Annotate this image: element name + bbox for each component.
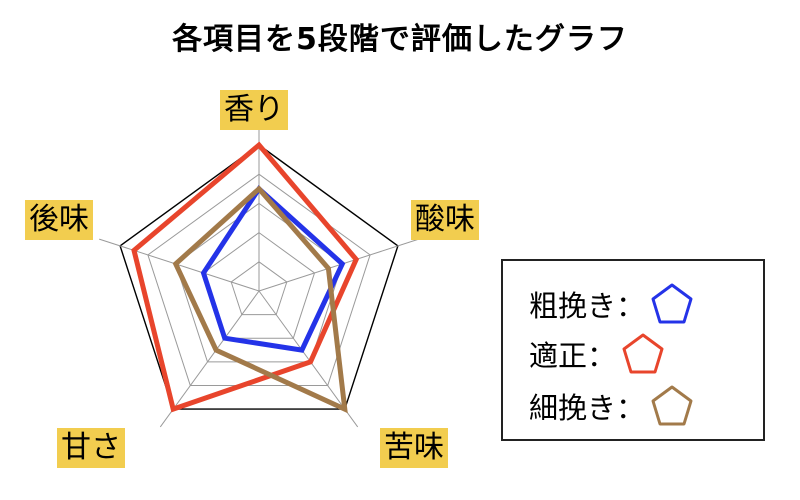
legend-item-optimal: 適正：	[529, 329, 666, 379]
series-line-2	[131, 141, 360, 413]
axis-label-aroma: 香り	[220, 90, 288, 130]
legend-item-coarse: 粗挽き：	[529, 279, 695, 329]
axis-spoke-4	[159, 290, 260, 428]
legend: 粗挽き： 適正： 細挽き：	[501, 259, 765, 441]
red-pentagon-icon	[622, 333, 664, 374]
legend-label-optimal: 適正：	[529, 339, 617, 373]
axis-spoke-3	[258, 290, 359, 428]
axis-label-aftertaste: 後味	[25, 200, 93, 240]
grid-ring-5	[119, 144, 399, 410]
grid-ring-4	[147, 173, 371, 386]
legend-item-fine: 細挽き：	[529, 381, 695, 431]
brown-pentagon-icon	[651, 385, 693, 426]
chart-title: 各項目を5段階で評価したグラフ	[172, 22, 628, 57]
grid-ring-2	[202, 231, 316, 339]
series-line-3	[172, 185, 348, 414]
grid-ring-1	[230, 261, 288, 316]
axis-spoke-2	[258, 238, 419, 292]
series-line-1	[200, 184, 346, 353]
legend-label-fine: 細挽き：	[529, 391, 646, 425]
legend-label-coarse: 粗挽き：	[529, 289, 646, 323]
axis-label-sweetness: 甘さ	[57, 428, 125, 468]
blue-pentagon-icon	[651, 283, 693, 324]
axis-label-bitterness: 苦味	[380, 428, 448, 468]
axis-spoke-5	[99, 238, 260, 292]
axis-label-acidity: 酸味	[411, 200, 479, 240]
